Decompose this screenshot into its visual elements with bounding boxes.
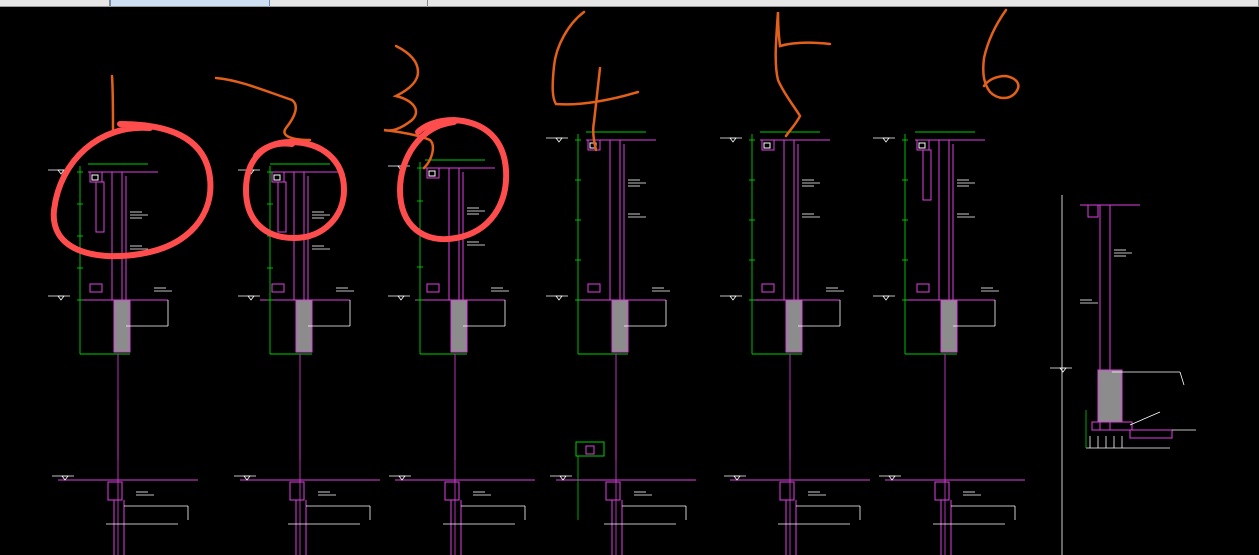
document-tab-1[interactable] <box>0 0 110 6</box>
deep-beam <box>277 181 287 233</box>
wall-sections-layer <box>48 131 1196 555</box>
leader-line <box>1129 411 1161 426</box>
triangle-level-icon <box>729 137 737 143</box>
drawing-canvas[interactable] <box>0 7 1259 555</box>
detail-small-section-4 <box>575 441 605 520</box>
triangle-level-icon <box>559 475 567 481</box>
detail-beam <box>289 481 305 501</box>
handwritten-number-6 <box>982 8 1020 100</box>
ledge-block <box>271 283 285 293</box>
triangle-level-icon <box>1059 367 1067 373</box>
detail-beam <box>107 481 123 501</box>
triangle-level-icon <box>729 295 737 301</box>
wall-section-4 <box>546 131 696 555</box>
triangle-level-icon <box>882 295 890 301</box>
parapet-detail <box>918 142 926 149</box>
triangle-level-icon <box>555 137 563 143</box>
triangle-level-icon <box>243 475 251 481</box>
detail-dim-box <box>575 441 605 457</box>
triangle-level-icon <box>733 475 741 481</box>
detail-beam <box>779 481 795 501</box>
triangle-level-icon <box>882 137 890 143</box>
handwritten-number-5 <box>774 11 832 138</box>
parapet-detail <box>273 174 281 181</box>
wall-section-1 <box>48 163 198 555</box>
parapet-block <box>1087 204 1099 218</box>
parapet-block <box>426 167 440 179</box>
wall-section-5 <box>720 131 870 555</box>
handwritten-markup-layer <box>50 8 1020 260</box>
footing-fill <box>1097 369 1123 423</box>
detail-beam <box>605 481 621 501</box>
triangle-level-icon <box>61 475 69 481</box>
base-slab <box>1091 421 1133 431</box>
wall-section-3 <box>388 159 535 555</box>
detail-beam <box>444 481 460 501</box>
handwritten-number-1 <box>110 74 115 132</box>
ink-circle-3 <box>396 116 510 243</box>
detail-block <box>585 445 595 455</box>
leader-line <box>1179 371 1185 386</box>
ledge-block <box>587 283 601 293</box>
wall-section-7 <box>1050 195 1196 555</box>
triangle-level-icon <box>57 295 65 301</box>
parapet-detail <box>763 142 771 149</box>
triangle-level-icon <box>247 295 255 301</box>
detail-beam <box>934 481 950 501</box>
parapet-detail <box>428 170 436 177</box>
wall-section-6 <box>873 131 1025 555</box>
ledge-block <box>761 283 775 293</box>
ink-circle-1 <box>50 121 214 260</box>
ledge-block <box>89 283 103 293</box>
triangle-level-icon <box>555 295 563 301</box>
deep-beam <box>922 149 932 201</box>
document-tab-4[interactable] <box>428 0 1259 6</box>
handwritten-number-2 <box>214 76 312 142</box>
document-tab-3[interactable] <box>270 0 428 6</box>
document-tab-2[interactable] <box>110 0 270 6</box>
triangle-level-icon <box>397 295 405 301</box>
triangle-level-icon <box>888 475 896 481</box>
ledge-block <box>916 283 930 293</box>
handwritten-number-3 <box>383 44 435 170</box>
toe-slab <box>1129 429 1173 439</box>
parapet-detail <box>91 174 99 181</box>
deep-beam <box>95 181 105 233</box>
handwritten-number-4 <box>551 10 640 152</box>
triangle-level-icon <box>398 475 406 481</box>
parapet-block <box>761 139 775 151</box>
ink-circle-2 <box>242 138 348 242</box>
document-tab-strip <box>0 0 1259 7</box>
ledge-block <box>426 283 440 293</box>
